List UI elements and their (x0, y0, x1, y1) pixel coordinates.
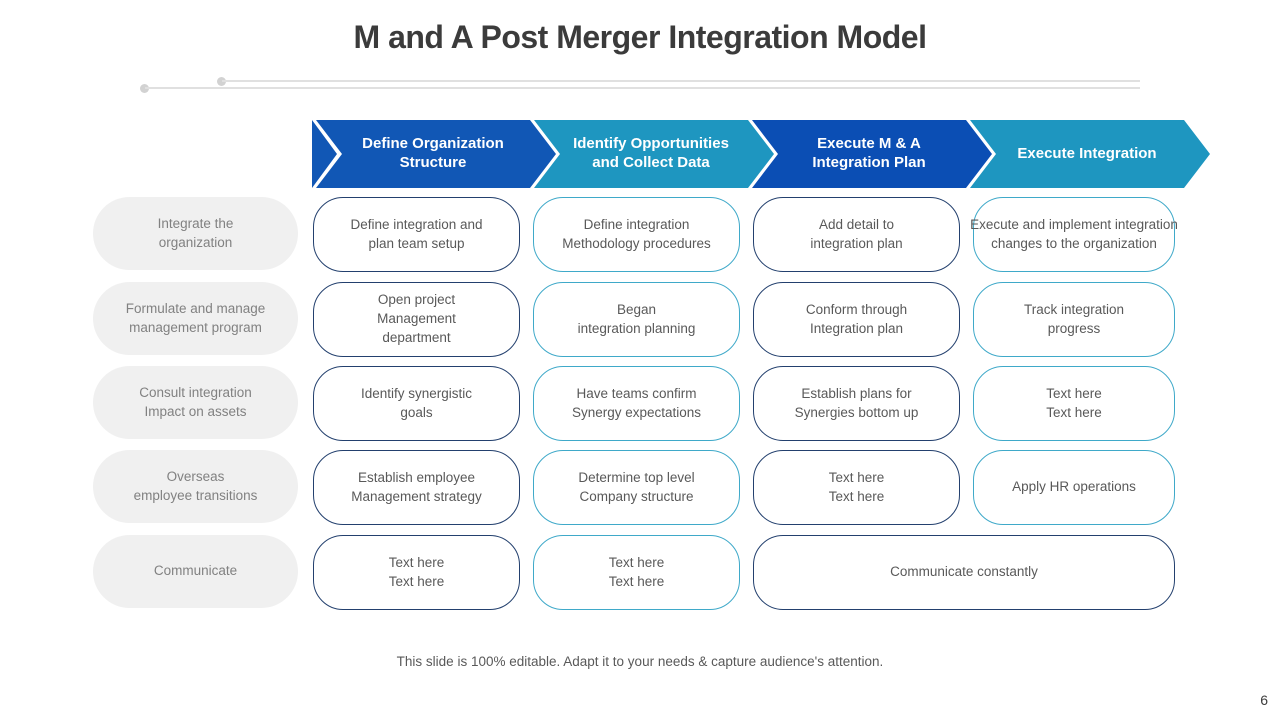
decorative-line-lower (145, 87, 1140, 89)
matrix-cell-text: Text here Text here (1046, 385, 1102, 420)
matrix-cell-r4c2: Determine top level Company structure (533, 450, 740, 525)
phase-arrow-execute-integration: Execute Integration (970, 120, 1210, 188)
matrix-cell-text: Conform through Integration plan (805, 301, 908, 336)
matrix-cell-text: Text here Text here (608, 554, 665, 589)
matrix-cell-text: Define integration Methodology procedure… (562, 216, 711, 251)
matrix-cell-r3c1: Identify synergistic goals (313, 366, 520, 441)
matrix-cell-text: Determine top level Company structure (578, 469, 695, 504)
matrix-cell-text: Identify synergistic goals (360, 385, 473, 420)
phase-arrow-identify-opportunities: Identify Opportunities and Collect Data (534, 120, 774, 188)
matrix-cell-text: Have teams confirm Synergy expectations (571, 385, 702, 420)
matrix-cell-text: Execute and implement integration change… (970, 216, 1178, 251)
phase-arrow-execute-ma-integration-plan: Execute M & A Integration Plan (752, 120, 992, 188)
matrix-cell-text: Add detail to integration plan (810, 216, 903, 251)
matrix-cell-r3c4: Text here Text here (973, 366, 1175, 441)
row-label-communicate: Communicate (93, 535, 298, 608)
slide-title: M and A Post Merger Integration Model (353, 19, 927, 55)
matrix-cell-r5c2: Text here Text here (533, 535, 740, 610)
row-label-consult-integration: Consult integration Impact on assets (93, 366, 298, 439)
editable-note: This slide is 100% editable. Adapt it to… (396, 654, 884, 669)
matrix-cell-r1c1: Define integration and plan team setup (313, 197, 520, 272)
matrix-cell-r2c4: Track integration progress (973, 282, 1175, 357)
matrix-cell-text: Open project Management department (377, 292, 456, 345)
matrix-cell-r2c3: Conform through Integration plan (753, 282, 960, 357)
matrix-cell-r1c4: Execute and implement integration change… (970, 197, 1178, 272)
page-number: 6 (1260, 692, 1268, 708)
row-label-overseas-employee-transitions: Overseas employee transitions (93, 450, 298, 523)
matrix-cell-r5-communicate-constantly: Communicate constantly (753, 535, 1175, 610)
matrix-cell-text: Communicate constantly (890, 564, 1038, 580)
matrix-cell-r2c1: Open project Management department (313, 282, 520, 357)
matrix-cell-text: Apply HR operations (1012, 479, 1136, 495)
matrix-cell-text: Text here Text here (828, 469, 885, 504)
decorative-dot-lower (140, 84, 149, 93)
matrix-cell-r3c3: Establish plans for Synergies bottom up (753, 366, 960, 441)
matrix-cell-text: Define integration and plan team setup (350, 216, 483, 251)
matrix-cell-text: Text here Text here (388, 554, 445, 589)
row-label-formulate-and-manage: Formulate and manage management program (93, 282, 298, 355)
decorative-dot-upper (217, 77, 226, 86)
matrix-cell-r1c2: Define integration Methodology procedure… (533, 197, 740, 272)
matrix-cell-text: Establish plans for Synergies bottom up (794, 385, 919, 420)
phase-arrow-define-organization-structure: Define Organization Structure (316, 120, 556, 188)
matrix-cell-text: Establish employee Management strategy (351, 469, 482, 504)
matrix-cell-r4c1: Establish employee Management strategy (313, 450, 520, 525)
matrix-cell-text: Track integration progress (1023, 301, 1125, 336)
decorative-line-upper (222, 80, 1140, 82)
matrix-cell-r1c3: Add detail to integration plan (753, 197, 960, 272)
matrix-cell-text: Began integration planning (577, 301, 696, 336)
row-label-integrate-the-organization: Integrate the organization (93, 197, 298, 270)
matrix-cell-r3c2: Have teams confirm Synergy expectations (533, 366, 740, 441)
matrix-cell-r4c4: Apply HR operations (973, 450, 1175, 525)
matrix-cell-r5c1: Text here Text here (313, 535, 520, 610)
matrix-cell-r2c2: Began integration planning (533, 282, 740, 357)
matrix-cell-r4c3: Text here Text here (753, 450, 960, 525)
